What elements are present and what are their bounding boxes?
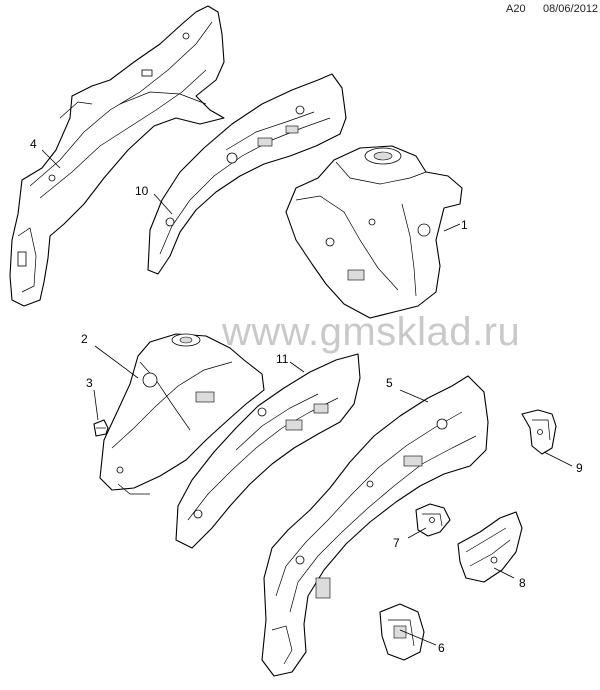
part-10-wheelhouse-inner[interactable] [147, 73, 347, 275]
part-11-wheelhouse-panel[interactable] [175, 353, 361, 549]
watermark-text: www.gmsklad.ru [222, 310, 521, 354]
callout-2[interactable]: 2 [81, 332, 88, 346]
callout-6[interactable]: 6 [438, 641, 445, 655]
part-8-bracket-plate[interactable] [457, 511, 523, 583]
leader-lines [41, 149, 573, 646]
part-6-reinforcement[interactable] [379, 603, 425, 661]
callout-11[interactable]: 11 [276, 352, 289, 366]
callout-9[interactable]: 9 [576, 461, 583, 475]
callout-10[interactable]: 10 [135, 184, 149, 198]
callout-4[interactable]: 4 [30, 137, 37, 151]
part-7-bracket[interactable] [415, 503, 451, 537]
part-4-side-rail[interactable] [9, 5, 225, 307]
callout-1[interactable]: 1 [461, 218, 468, 232]
diagram-code: A20 [506, 3, 526, 15]
callout-5[interactable]: 5 [386, 376, 393, 390]
callout-7[interactable]: 7 [393, 536, 400, 550]
part-9-bracket[interactable] [521, 409, 557, 455]
part-1-strut-tower[interactable] [285, 145, 463, 319]
part-5-side-rail[interactable] [261, 375, 489, 677]
callout-3[interactable]: 3 [86, 376, 93, 390]
part-2-strut-tower[interactable] [99, 333, 265, 495]
callout-8[interactable]: 8 [519, 576, 526, 590]
diagram-date: 08/06/2012 [543, 3, 599, 15]
part-3-clip[interactable] [93, 419, 109, 437]
